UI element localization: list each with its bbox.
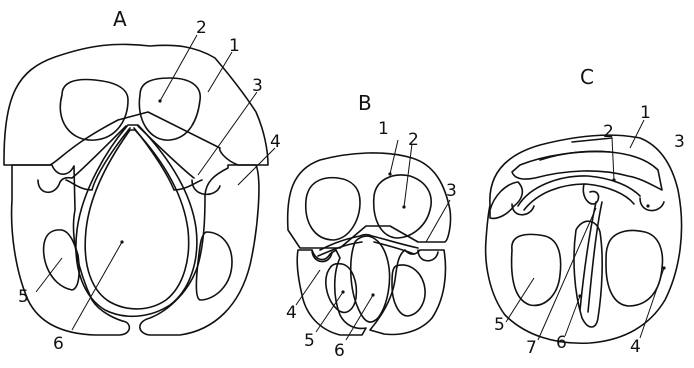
panel-c-label-1: 1 [640, 103, 651, 123]
panel-c-label-5: 5 [494, 315, 505, 335]
panel-b-label-6: 6 [334, 341, 345, 361]
panel-b-right-lobe [392, 265, 425, 316]
panel-c-label-4: 4 [630, 337, 641, 357]
panel-b-title: B [358, 91, 372, 115]
panel-c-inner-arch [518, 176, 640, 210]
panel-a-label-6: 6 [53, 334, 64, 354]
panel-c-right-lobe [606, 231, 662, 306]
panel-a-leader-3 [198, 92, 257, 175]
panel-c-leader-7 [538, 208, 596, 340]
panel-b-lower-right-outline [370, 250, 446, 334]
panel-a-right-chamber [139, 78, 200, 140]
panel-b-left-chamber [306, 178, 360, 240]
panel-a-label-3: 3 [252, 76, 263, 96]
panel-a-leader-1 [208, 52, 232, 92]
panel-a-leader-5 [36, 258, 62, 292]
panel-b-right-notch [418, 250, 438, 261]
panel-c-label-3: 3 [674, 132, 685, 152]
panel-a-cavity-inner [85, 130, 188, 309]
panel-b-leader-1 [390, 140, 398, 174]
panel-c: C 2 1 3 5 [486, 65, 685, 358]
panel-c-label-7: 7 [526, 338, 537, 358]
panel-b-right-chamber [374, 175, 431, 238]
panel-b-label-2: 2 [408, 130, 419, 150]
panel-a-label-5: 5 [18, 287, 29, 307]
panel-b-label-4: 4 [286, 303, 297, 323]
panel-a-leader-4 [238, 148, 275, 185]
panel-a-label-1: 1 [229, 36, 240, 56]
panel-b-label-5: 5 [304, 331, 315, 351]
panel-c-right-notch [640, 198, 664, 211]
panel-a-label-4: 4 [270, 132, 281, 152]
panel-c-left-lobe [512, 234, 561, 305]
panel-c-label-6: 6 [556, 333, 567, 353]
panel-c-upper-flap-inner [540, 138, 612, 160]
panel-b-label-3: 3 [446, 181, 457, 201]
panel-c-label-2: 2 [603, 122, 614, 142]
panel-c-leader-5 [506, 278, 534, 322]
panel-a-left-chamber [60, 80, 128, 141]
panel-c-leader-2 [612, 138, 614, 180]
panel-c-dot-3 [646, 204, 649, 207]
panel-a-title: A [113, 7, 127, 31]
panel-b-leader-6 [346, 295, 373, 340]
panel-b: B 2 1 3 4 5 [286, 91, 457, 361]
panel-c-title: C [580, 65, 594, 89]
panel-a-upper-outline [4, 44, 268, 165]
panel-c-leader-6 [565, 296, 580, 336]
panel-b-leader-3 [426, 200, 450, 242]
panel-c-central-duct [580, 184, 602, 312]
panel-a-cavity [76, 125, 197, 316]
panel-b-central-flap [351, 236, 390, 322]
panel-a-leader-6 [72, 242, 122, 330]
panel-c-leader-1 [630, 120, 644, 148]
panel-b-upper-outline [288, 153, 451, 248]
panel-b-label-1: 1 [378, 119, 389, 139]
panel-a-lower-left-outline [12, 165, 130, 335]
panel-a-label-2: 2 [196, 18, 207, 38]
panel-a: A 2 1 3 4 [4, 7, 281, 354]
